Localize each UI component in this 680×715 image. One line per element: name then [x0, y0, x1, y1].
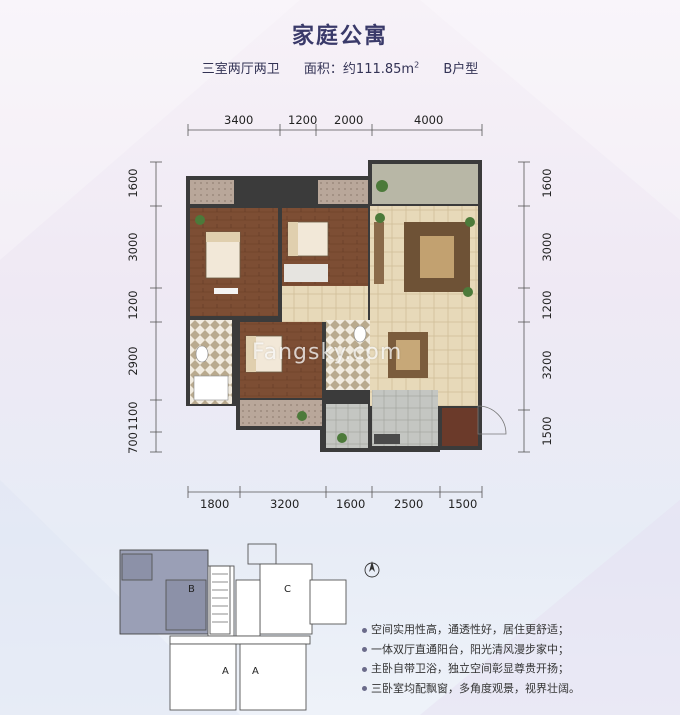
keyplan-label-a2: A — [252, 666, 259, 677]
feature-item: 三卧室均配飘窗，多角度观景，视界壮阔。 — [362, 679, 662, 699]
dim-left-1: 1600 — [126, 168, 140, 198]
dim-left-2: 3000 — [126, 232, 140, 262]
dim-bottom-2: 3200 — [270, 497, 300, 511]
north-arrow-icon — [364, 561, 380, 578]
dim-top-2: 1200 — [288, 113, 318, 127]
watermark: Fangsky.com — [252, 340, 403, 365]
dim-top-3: 2000 — [334, 113, 364, 127]
keyplan-label-c: C — [284, 584, 291, 595]
page-title: 家庭公寓 — [291, 24, 388, 49]
dim-left-3: 1200 — [126, 290, 140, 320]
area-text: 面积：约111.85m2 — [303, 60, 420, 77]
unit-type: B户型 — [443, 62, 479, 77]
dim-left-5: 1100 — [126, 401, 140, 431]
plant-icons — [195, 180, 475, 443]
dim-bottom-1: 1800 — [200, 497, 230, 511]
dim-top-4: 4000 — [414, 113, 444, 127]
dim-bottom-4: 2500 — [394, 497, 424, 511]
feature-list: 空间实用性高，通透性好，居住更舒适； 一体双厅直通阳台，阳光清风漫步家中； 主卧… — [362, 620, 662, 698]
utility-balcony — [326, 404, 368, 448]
dim-bottom-3: 1600 — [336, 497, 366, 511]
keyplan-label-b: B — [188, 584, 195, 595]
dim-left-4: 2900 — [126, 346, 140, 376]
room-count: 三室两厅两卫 — [201, 62, 280, 77]
balcony-n — [318, 180, 368, 204]
balcony-ne — [372, 164, 478, 204]
feature-item: 一体双厅直通阳台，阳光清风漫步家中； — [362, 640, 662, 660]
dimension-lines — [150, 124, 530, 498]
entry-door-swing — [477, 405, 507, 435]
dim-right-5: 1500 — [540, 416, 554, 446]
dim-right-4: 3200 — [540, 350, 554, 380]
dim-right-2: 3000 — [540, 232, 554, 262]
balcony-nw — [190, 180, 234, 204]
dim-right-1: 1600 — [540, 168, 554, 198]
dim-right-3: 1200 — [540, 290, 554, 320]
unit-summary: 三室两厅两卫 面积：约111.85m2 B户型 — [0, 58, 680, 77]
dim-top-1: 3400 — [224, 113, 254, 127]
keyplan-label-a1: A — [222, 666, 229, 677]
feature-item: 空间实用性高，通透性好，居住更舒适； — [362, 620, 662, 640]
feature-item: 主卧自带卫浴，独立空间彰显尊贵开扬； — [362, 659, 662, 679]
balcony-se — [442, 408, 478, 446]
key-plan: B C A A — [119, 543, 347, 711]
corridor — [282, 286, 368, 322]
dim-left-6: 700 — [126, 432, 140, 454]
dim-bottom-5: 1500 — [448, 497, 478, 511]
